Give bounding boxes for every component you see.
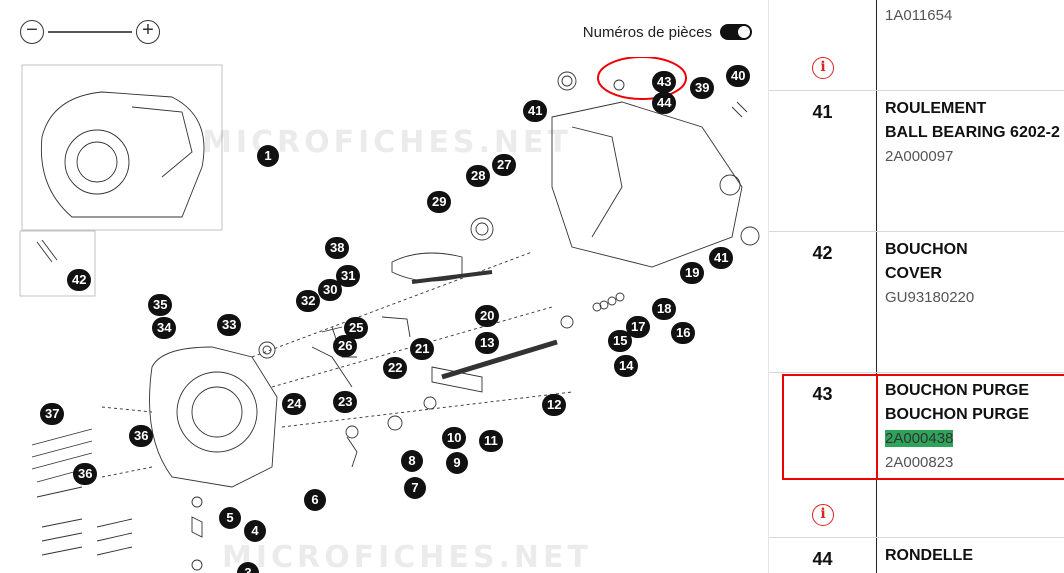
part-tag-43[interactable]: 43 [652, 71, 677, 93]
part-tag-29[interactable]: 29 [427, 191, 452, 213]
part-tag-18[interactable]: 18 [652, 298, 677, 320]
part-number-44: 44 [812, 549, 833, 569]
part-tag-38[interactable]: 38 [325, 237, 350, 259]
toggle-knob [738, 26, 750, 38]
part-ref[interactable]: GU93180220 [885, 289, 975, 306]
part-tag-32[interactable]: 32 [296, 290, 321, 312]
zoom-out-button[interactable]: − [20, 20, 44, 44]
part-tag-12[interactable]: 12 [542, 394, 567, 416]
exploded-diagram[interactable]: MICROFICHES.NET MICROFICHES.NET 1 42 43 … [12, 57, 768, 573]
part-tag-11[interactable]: 11 [479, 430, 503, 452]
part-tag-4[interactable]: 4 [244, 520, 266, 542]
diagram-panel: − + Numéros de pièces [12, 20, 768, 573]
parts-row-44[interactable]: RONDELLE [885, 544, 1064, 568]
part-tag-40[interactable]: 40 [726, 65, 751, 87]
parts-row-43[interactable]: BOUCHON PURGE BOUCHON PURGE 2A000438 2A0… [885, 379, 1064, 475]
part-label: BOUCHON PURGE [885, 382, 1030, 399]
part-tag-5[interactable]: 5 [219, 507, 241, 529]
part-tag-10[interactable]: 10 [442, 427, 467, 449]
part-tag-42[interactable]: 42 [67, 269, 92, 291]
info-icon[interactable]: i [812, 504, 834, 526]
watermark-bottom: MICROFICHES.NET [222, 540, 592, 573]
part-tag-1[interactable]: 1 [257, 145, 279, 167]
part-tag-13[interactable]: 13 [475, 332, 500, 354]
part-tag-33[interactable]: 33 [217, 314, 242, 336]
part-numbers-toggle[interactable] [720, 24, 752, 40]
part-tag-19[interactable]: 19 [680, 262, 705, 284]
parts-row-42[interactable]: BOUCHON COVER GU93180220 [885, 238, 1064, 310]
parts-row-0[interactable]: 1A011654 [885, 4, 1064, 28]
selected-row-highlight-left [782, 374, 878, 480]
part-label: RONDELLE [885, 547, 973, 564]
part-ref-highlighted[interactable]: 2A000438 [885, 430, 954, 447]
part-tag-26[interactable]: 26 [333, 335, 358, 357]
part-tag-20[interactable]: 20 [475, 305, 500, 327]
highlight-43-ellipse [597, 57, 687, 100]
part-label: COVER [885, 265, 942, 282]
part-tag-27[interactable]: 27 [492, 154, 517, 176]
part-tag-6[interactable]: 6 [304, 489, 326, 511]
part-tag-9[interactable]: 9 [446, 452, 468, 474]
part-label: BOUCHON [885, 241, 968, 258]
part-tag-41a[interactable]: 41 [523, 100, 548, 122]
part-tag-25[interactable]: 25 [344, 317, 369, 339]
part-ref[interactable]: 2A000823 [885, 454, 954, 471]
part-tag-21[interactable]: 21 [410, 338, 435, 360]
column-divider [876, 0, 877, 573]
part-tag-35[interactable]: 35 [148, 294, 173, 316]
zoom-control: − + [20, 20, 160, 46]
part-tag-14[interactable]: 14 [614, 355, 639, 377]
row-divider [769, 90, 1064, 91]
info-icon[interactable]: i [812, 57, 834, 79]
part-tag-3[interactable]: 3 [237, 562, 259, 573]
row-divider [769, 537, 1064, 538]
part-tag-36b[interactable]: 36 [73, 463, 98, 485]
diagram-drawing: MICROFICHES.NET MICROFICHES.NET [19, 57, 760, 573]
part-tag-17[interactable]: 17 [626, 316, 651, 338]
part-tag-31[interactable]: 31 [336, 265, 361, 287]
part-tag-16a[interactable]: 16 [671, 322, 696, 344]
part-tag-39[interactable]: 39 [690, 77, 715, 99]
part-ref[interactable]: 2A000097 [885, 148, 954, 165]
part-label: BOUCHON PURGE [885, 406, 1030, 423]
part-numbers-toggle-label: Numéros de pièces [582, 23, 712, 41]
row-divider [769, 372, 1064, 373]
part-tag-44[interactable]: 44 [652, 92, 677, 114]
part-tag-28[interactable]: 28 [466, 165, 491, 187]
part-number-42: 42 [812, 243, 833, 263]
part-tag-41b[interactable]: 41 [709, 247, 734, 269]
part-tag-8[interactable]: 8 [401, 450, 423, 472]
part-tag-34[interactable]: 34 [152, 317, 177, 339]
parts-list-panel: 1A011654 i 41 ROULEMENT BALL BEARING 620… [768, 0, 1064, 573]
part-tag-15[interactable]: 15 [608, 330, 633, 352]
part-tag-30[interactable]: 30 [318, 279, 343, 301]
zoom-slider[interactable] [48, 31, 132, 33]
part-tag-23[interactable]: 23 [333, 391, 358, 413]
part-tag-22[interactable]: 22 [383, 357, 408, 379]
part-tag-24[interactable]: 24 [282, 393, 307, 415]
part-tag-37[interactable]: 37 [40, 403, 65, 425]
row-divider [769, 231, 1064, 232]
part-numbers-toggle-row: Numéros de pièces [583, 20, 752, 44]
selected-row-highlight-right [876, 374, 1064, 480]
part-ref[interactable]: 1A011654 [885, 7, 953, 24]
part-number-41: 41 [812, 102, 833, 122]
part-label: ROULEMENT [885, 100, 987, 117]
part-label: BALL BEARING 6202-2 [885, 124, 1060, 141]
part-tag-36a[interactable]: 36 [129, 425, 154, 447]
parts-row-41[interactable]: ROULEMENT BALL BEARING 6202-2 2A000097 [885, 97, 1064, 169]
zoom-in-button[interactable]: + [136, 20, 160, 44]
part-number-43: 43 [812, 384, 833, 404]
part-tag-7[interactable]: 7 [404, 477, 426, 499]
